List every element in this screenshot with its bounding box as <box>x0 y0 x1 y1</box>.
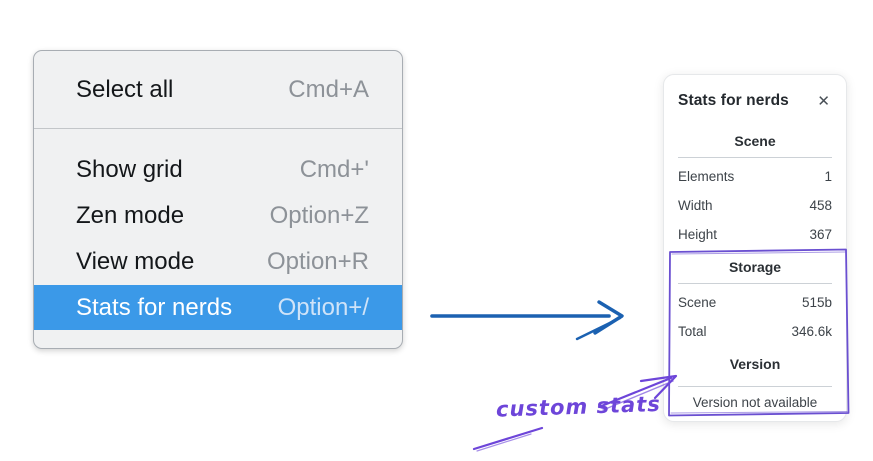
section-divider <box>678 157 832 158</box>
stat-row-total-size: Total 346.6k <box>678 317 832 346</box>
stat-value: 367 <box>809 227 832 242</box>
section-divider <box>678 386 832 387</box>
storage-rows: Scene 515b Total 346.6k <box>678 288 832 346</box>
section-heading-version: Version <box>729 356 781 372</box>
scene-rows: Elements 1 Width 458 Height 367 <box>678 162 832 249</box>
menu-item-label: Stats for nerds <box>76 293 233 321</box>
menu-item-shortcut: Cmd+A <box>288 75 369 103</box>
section-heading-scene: Scene <box>734 133 776 149</box>
menu-item-shortcut: Cmd+' <box>299 156 369 183</box>
flow-arrow <box>430 300 624 341</box>
stat-value: 346.6k <box>791 324 832 339</box>
stat-value: 458 <box>809 198 832 213</box>
stat-row-height: Height 367 <box>678 220 832 249</box>
menu-item-stats-for-nerds[interactable]: Stats for nerds Option+/ <box>34 285 402 330</box>
annotation-label: custom stats <box>495 391 662 422</box>
stat-label: Width <box>678 198 713 213</box>
stats-panel: Stats for nerds ✕ Scene Elements 1 Width… <box>663 74 847 422</box>
context-menu: Select all Cmd+A Show grid Cmd+' Zen mod… <box>33 50 403 349</box>
menu-item-select-all[interactable]: Select all Cmd+A <box>34 51 402 128</box>
stats-panel-titlebar: Stats for nerds ✕ <box>678 89 832 113</box>
menu-group-bottom: Show grid Cmd+' Zen mode Option+Z View m… <box>34 129 402 330</box>
menu-item-zen-mode[interactable]: Zen mode Option+Z <box>34 193 402 239</box>
menu-item-shortcut: Option+Z <box>269 202 369 229</box>
menu-item-view-mode[interactable]: View mode Option+R <box>34 239 402 285</box>
stat-label: Elements <box>678 169 735 184</box>
stat-label: Height <box>678 227 718 242</box>
menu-item-label: Zen mode <box>76 202 185 229</box>
stat-row-scene-size: Scene 515b <box>678 288 832 317</box>
menu-divider <box>34 128 402 129</box>
menu-item-show-grid[interactable]: Show grid Cmd+' <box>34 147 402 193</box>
section-heading-storage: Storage <box>728 259 782 275</box>
menu-item-label: View mode <box>76 248 195 275</box>
close-icon[interactable]: ✕ <box>817 92 830 110</box>
menu-item-shortcut: Option+/ <box>277 293 369 321</box>
menu-item-shortcut: Option+R <box>266 248 369 275</box>
stat-row-elements: Elements 1 <box>678 162 832 191</box>
menu-item-label: Select all <box>76 75 174 103</box>
menu-item-label: Show grid <box>76 156 183 183</box>
stat-label: Total <box>678 324 707 339</box>
version-note: Version not available <box>692 395 818 410</box>
section-divider <box>678 283 832 284</box>
stat-label: Scene <box>678 295 717 310</box>
stat-value: 515b <box>801 295 832 310</box>
stat-value: 1 <box>824 169 832 184</box>
stats-panel-title: Stats for nerds <box>678 92 789 109</box>
menu-group-top: Select all Cmd+A <box>34 51 402 128</box>
stat-row-width: Width 458 <box>678 191 832 220</box>
